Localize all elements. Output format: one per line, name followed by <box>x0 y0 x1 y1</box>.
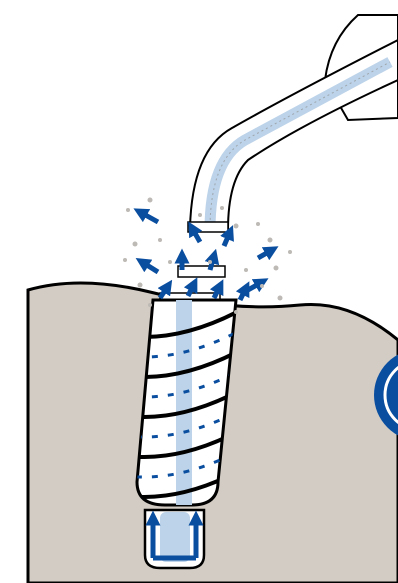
handpiece <box>190 15 398 230</box>
